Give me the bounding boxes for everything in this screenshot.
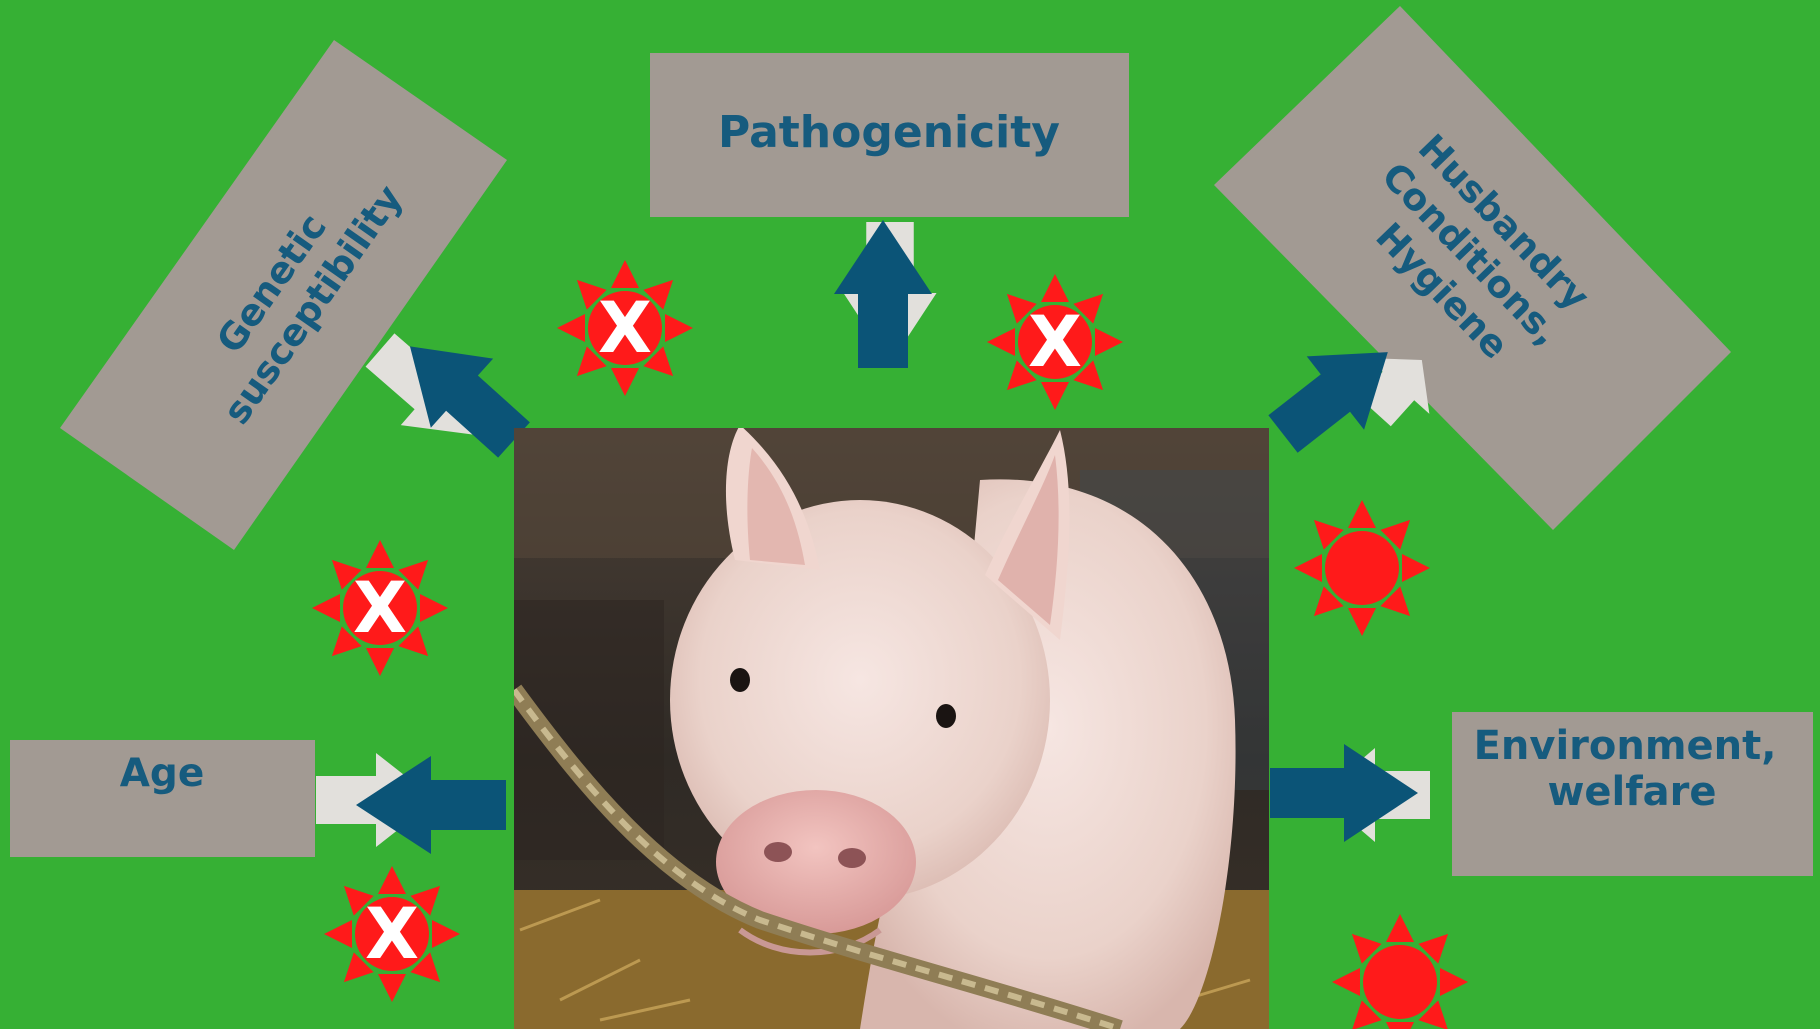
burst-husbandry [1294, 500, 1430, 636]
age-label: Age [120, 751, 205, 796]
environment-welfare-box: Environment, welfare [1452, 712, 1813, 876]
burst-core [1325, 531, 1399, 605]
burst-x-mark: X [1028, 301, 1082, 383]
burst-x-mark: X [365, 893, 419, 975]
burst-age: X [324, 866, 460, 1002]
burst-environment [1332, 914, 1468, 1029]
burst-x-mark: X [353, 567, 407, 649]
age-box: Age [10, 740, 315, 857]
pig-photo-icon [514, 425, 1269, 1029]
burst-x-mark: X [598, 287, 652, 369]
burst-core [1363, 945, 1437, 1019]
burst-pathogenicity-left: X [557, 260, 693, 396]
pathogenicity-box: Pathogenicity [650, 53, 1129, 217]
pathogenicity-label: Pathogenicity [718, 107, 1060, 158]
burst-genetic: X [312, 540, 448, 676]
genetic-susceptibility-box: Genetic susceptibility [60, 40, 507, 550]
husbandry-box: Husbandry Conditions, Hygiene [1214, 6, 1731, 530]
burst-pathogenicity-right: X [987, 274, 1123, 410]
